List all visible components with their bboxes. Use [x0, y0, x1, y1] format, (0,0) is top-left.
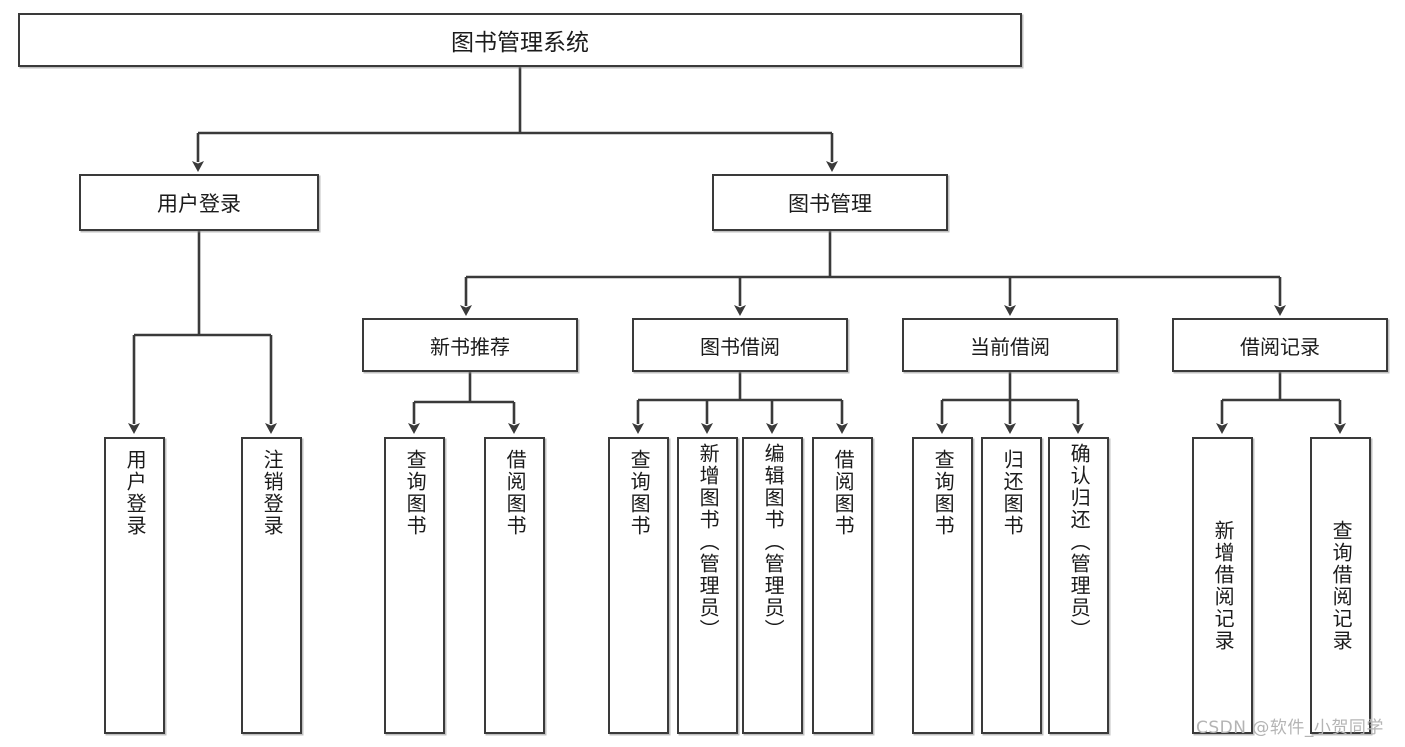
node-new-book-recommend[interactable]: 新书推荐: [362, 318, 578, 372]
node-label: 用户登录: [157, 191, 241, 216]
node-label: 当前借阅: [970, 334, 1050, 359]
node-label: 归还图书: [1000, 449, 1025, 537]
watermark-text: CSDN @软件_小贺同学: [1196, 718, 1384, 738]
leaf-edit-book-admin[interactable]: 编辑图书（管理员）: [742, 437, 803, 734]
node-label: 编辑图书（管理员）: [761, 443, 786, 641]
node-user-login[interactable]: 用户登录: [79, 174, 319, 231]
leaf-add-borrow-record[interactable]: 新增借阅记录: [1192, 437, 1253, 734]
node-label: 用户登录: [123, 449, 148, 537]
leaf-logout[interactable]: 注销登录: [241, 437, 302, 734]
node-book-borrow[interactable]: 图书借阅: [632, 318, 848, 372]
leaf-query-borrow-record[interactable]: 查询借阅记录: [1310, 437, 1371, 734]
node-label: 图书管理系统: [451, 30, 589, 56]
leaf-user-login[interactable]: 用户登录: [104, 437, 165, 734]
node-book-management[interactable]: 图书管理: [712, 174, 948, 231]
leaf-return-book[interactable]: 归还图书: [981, 437, 1042, 734]
node-label: 确认归还（管理员）: [1067, 443, 1092, 641]
node-label: 新增图书（管理员）: [696, 443, 721, 641]
node-label: 查询图书: [627, 449, 652, 537]
node-label: 借阅图书: [831, 449, 856, 537]
leaf-query-book-current[interactable]: 查询图书: [912, 437, 973, 734]
node-label: 注销登录: [260, 449, 285, 537]
node-label: 新书推荐: [430, 334, 510, 359]
node-label: 借阅图书: [503, 449, 528, 537]
node-current-borrow[interactable]: 当前借阅: [902, 318, 1118, 372]
node-label: 图书管理: [788, 191, 872, 216]
node-label: 图书借阅: [700, 334, 780, 359]
node-label: 新增借阅记录: [1211, 519, 1236, 652]
leaf-borrow-book-new[interactable]: 借阅图书: [484, 437, 545, 734]
node-label: 查询图书: [403, 449, 428, 537]
node-label: 借阅记录: [1240, 334, 1320, 359]
node-root-system[interactable]: 图书管理系统: [18, 13, 1022, 67]
leaf-query-book-new[interactable]: 查询图书: [384, 437, 445, 734]
node-label: 查询借阅记录: [1329, 519, 1354, 652]
node-borrow-record[interactable]: 借阅记录: [1172, 318, 1388, 372]
node-label: 查询图书: [931, 449, 956, 537]
leaf-borrow-book[interactable]: 借阅图书: [812, 437, 873, 734]
leaf-add-book-admin[interactable]: 新增图书（管理员）: [677, 437, 738, 734]
leaf-query-book-borrow[interactable]: 查询图书: [608, 437, 669, 734]
leaf-confirm-return-admin[interactable]: 确认归还（管理员）: [1048, 437, 1109, 734]
